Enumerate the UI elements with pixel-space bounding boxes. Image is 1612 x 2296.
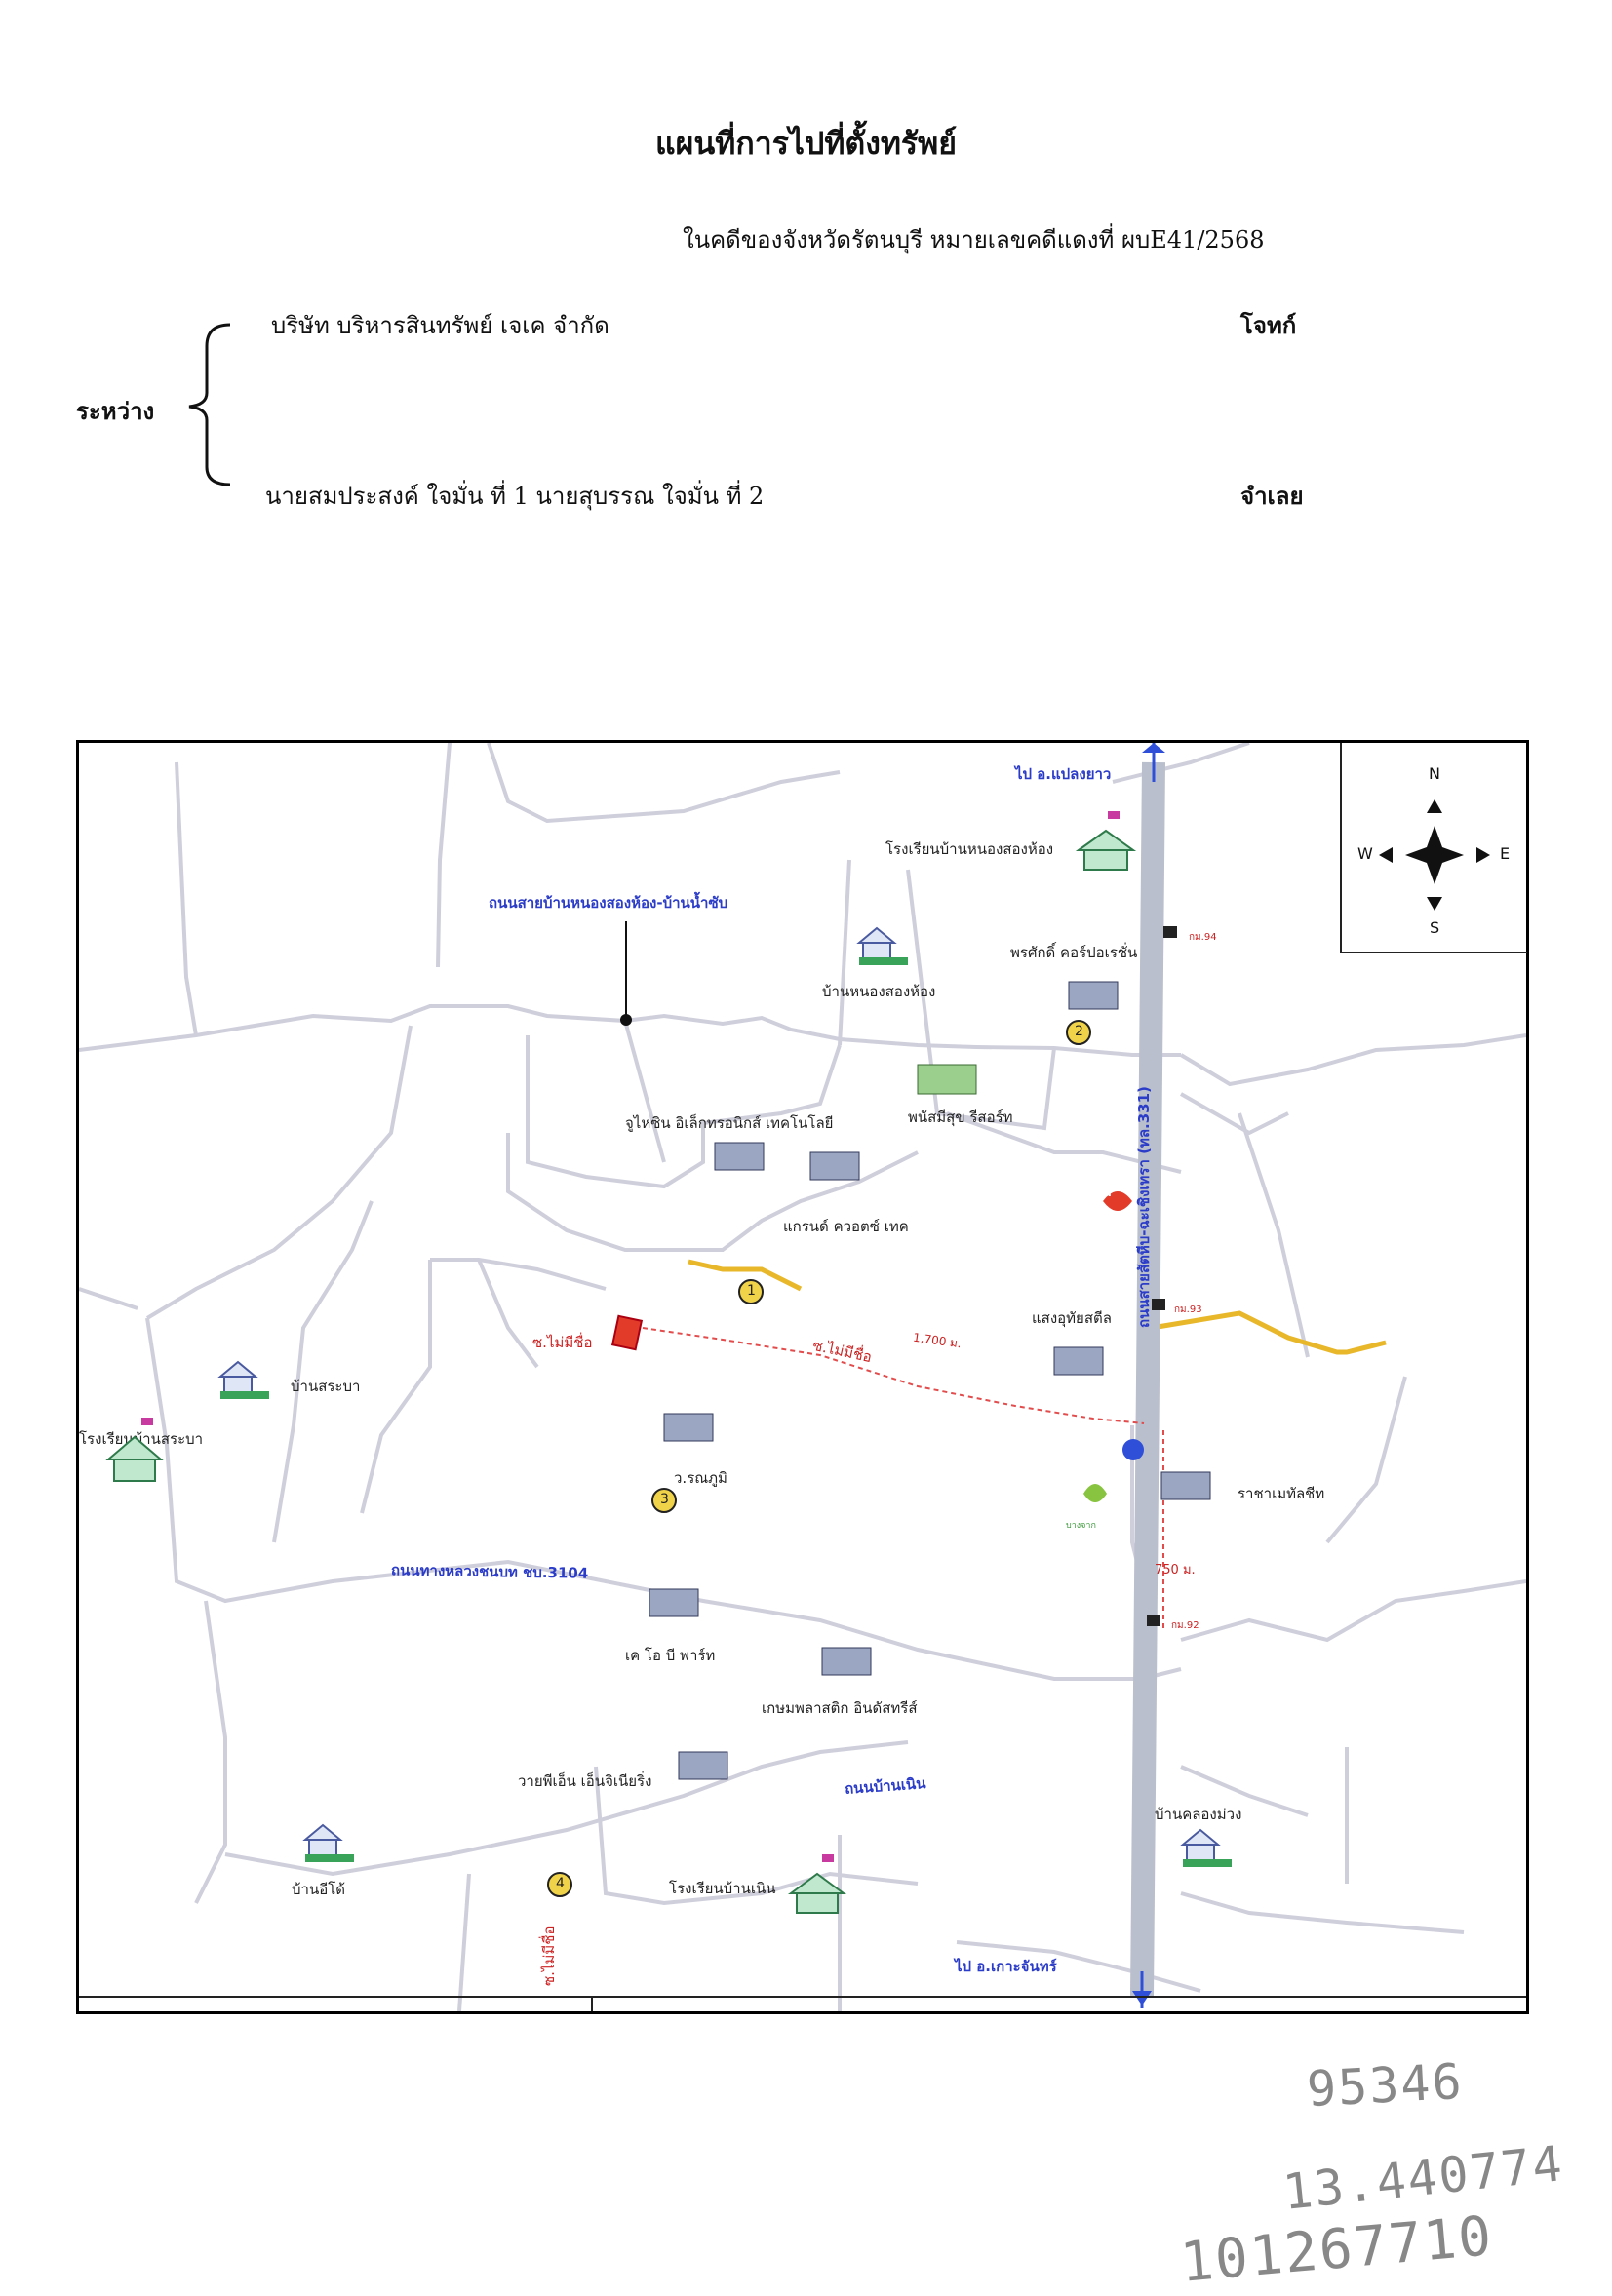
map-roads [79,743,1526,2011]
between-label: ระหว่าง [76,397,155,425]
marker-2: 2 [1075,1024,1083,1039]
bangchak-station-logo: บางจาก [1066,1521,1096,1531]
label-juhsin: จูไห่ซิน อิเล็กทรอนิกส์ เทคโนโลยี [625,1114,834,1132]
label-school-nongsong: โรงเรียนบ้านหนองสองห้อง [885,840,1054,858]
case-number-line: ในคดีของจังหวัดรัตนบุรี หมายเลขคดีแดงที่… [683,226,1265,253]
label-road-3104: ถนนทางหลวงชนบท ชบ.3104 [390,1561,589,1582]
label-km92: กม.92 [1171,1620,1199,1631]
label-phanatsuk: พนัสมีสุข รีสอร์ท [908,1109,1013,1126]
marker-1: 1 [747,1283,756,1299]
label-grand-quartz: แกรนด์ ควอตซ์ เทค [783,1218,909,1235]
label-kob-part: เค โอ บี พาร์ท [625,1647,716,1664]
label-to-south: ไป อ.เกาะจันทร์ [955,1958,1057,1975]
pt-station-logo: PT [1098,1187,1114,1199]
label-km93: กม.93 [1174,1304,1202,1315]
plaintiff-name: บริษัท บริหารสินทรัพย์ เจเค จำกัด [271,312,609,339]
marker-3: 3 [660,1492,669,1507]
compass-west: W [1357,844,1373,863]
label-village-sraba: บ้านสระบา [291,1378,361,1395]
label-kasem-plastic: เกษมพลาสติก อินดัสทรีส์ [762,1699,918,1717]
party-brace [188,323,231,486]
label-road-nongsong: ถนนสายบ้านหนองสองห้อง-บ้านน้ำซับ [489,894,728,912]
location-map: N S E W ไป อ.แปลงยาว ไป อ.เกาะจันทร์ ถนน… [76,740,1529,2014]
compass-east: E [1500,844,1511,863]
label-saeng-udom: แสงอุทัยสตีล [1032,1309,1112,1327]
compass-north: N [1429,764,1440,783]
plaintiff-role: โจทก์ [1240,311,1297,339]
map-scale-bar [79,1996,1526,2011]
compass-icon [1379,799,1490,911]
label-village-ido: บ้านอีโด้ [292,1881,346,1898]
handwritten-note-1: 95346 [1305,2052,1465,2119]
label-school-bannoen: โรงเรียนบ้านเนิน [669,1880,776,1897]
document-title: แผนที่การไปที่ตั้งทรัพย์ [655,125,957,162]
handwritten-note-2: 13.440774 [1279,2135,1567,2221]
label-unnamed-soi-1: ซ.ไม่มีชื่อ [532,1334,593,1351]
label-school-sraba: โรงเรียนบ้านสระบา [79,1430,204,1448]
compass-rose: N S E W [1340,743,1527,953]
defendant-role: จำเลย [1240,482,1304,510]
label-highway-331: ถนนสายสัตหีบ-ฉะเชิงเทรา (ทล.331) [1135,1086,1153,1328]
marker-4: 4 [556,1876,565,1891]
handwritten-note-3: 101267710 [1177,2204,1496,2295]
label-yp-engineering: วายพีเอ็น เอ็นจิเนียริ่ง [518,1772,652,1790]
label-w-ranphumi: ว.รณภูมิ [674,1469,727,1487]
compass-south: S [1430,918,1440,937]
label-unnamed-soi-3: ซ.ไม่มีชื่อ [540,1926,558,1986]
label-km94: กม.94 [1189,932,1217,943]
label-village-nongsong: บ้านหนองสองห้อง [822,983,936,1000]
label-distance-750: 750 ม. [1155,1563,1196,1577]
label-village-khlongmuang: บ้านคลองม่วง [1155,1806,1242,1823]
label-to-north: ไป อ.แปลงยาว [1015,765,1112,783]
label-porsak: พรศักดิ์ คอร์ปอเรชั่น [1010,944,1138,961]
label-racha-metal: ราชาเมทัลชีท [1238,1485,1325,1502]
defendant-name: นายสมประสงค์ ใจมั่น ที่ 1 นายสุบรรณ ใจมั… [265,483,765,510]
